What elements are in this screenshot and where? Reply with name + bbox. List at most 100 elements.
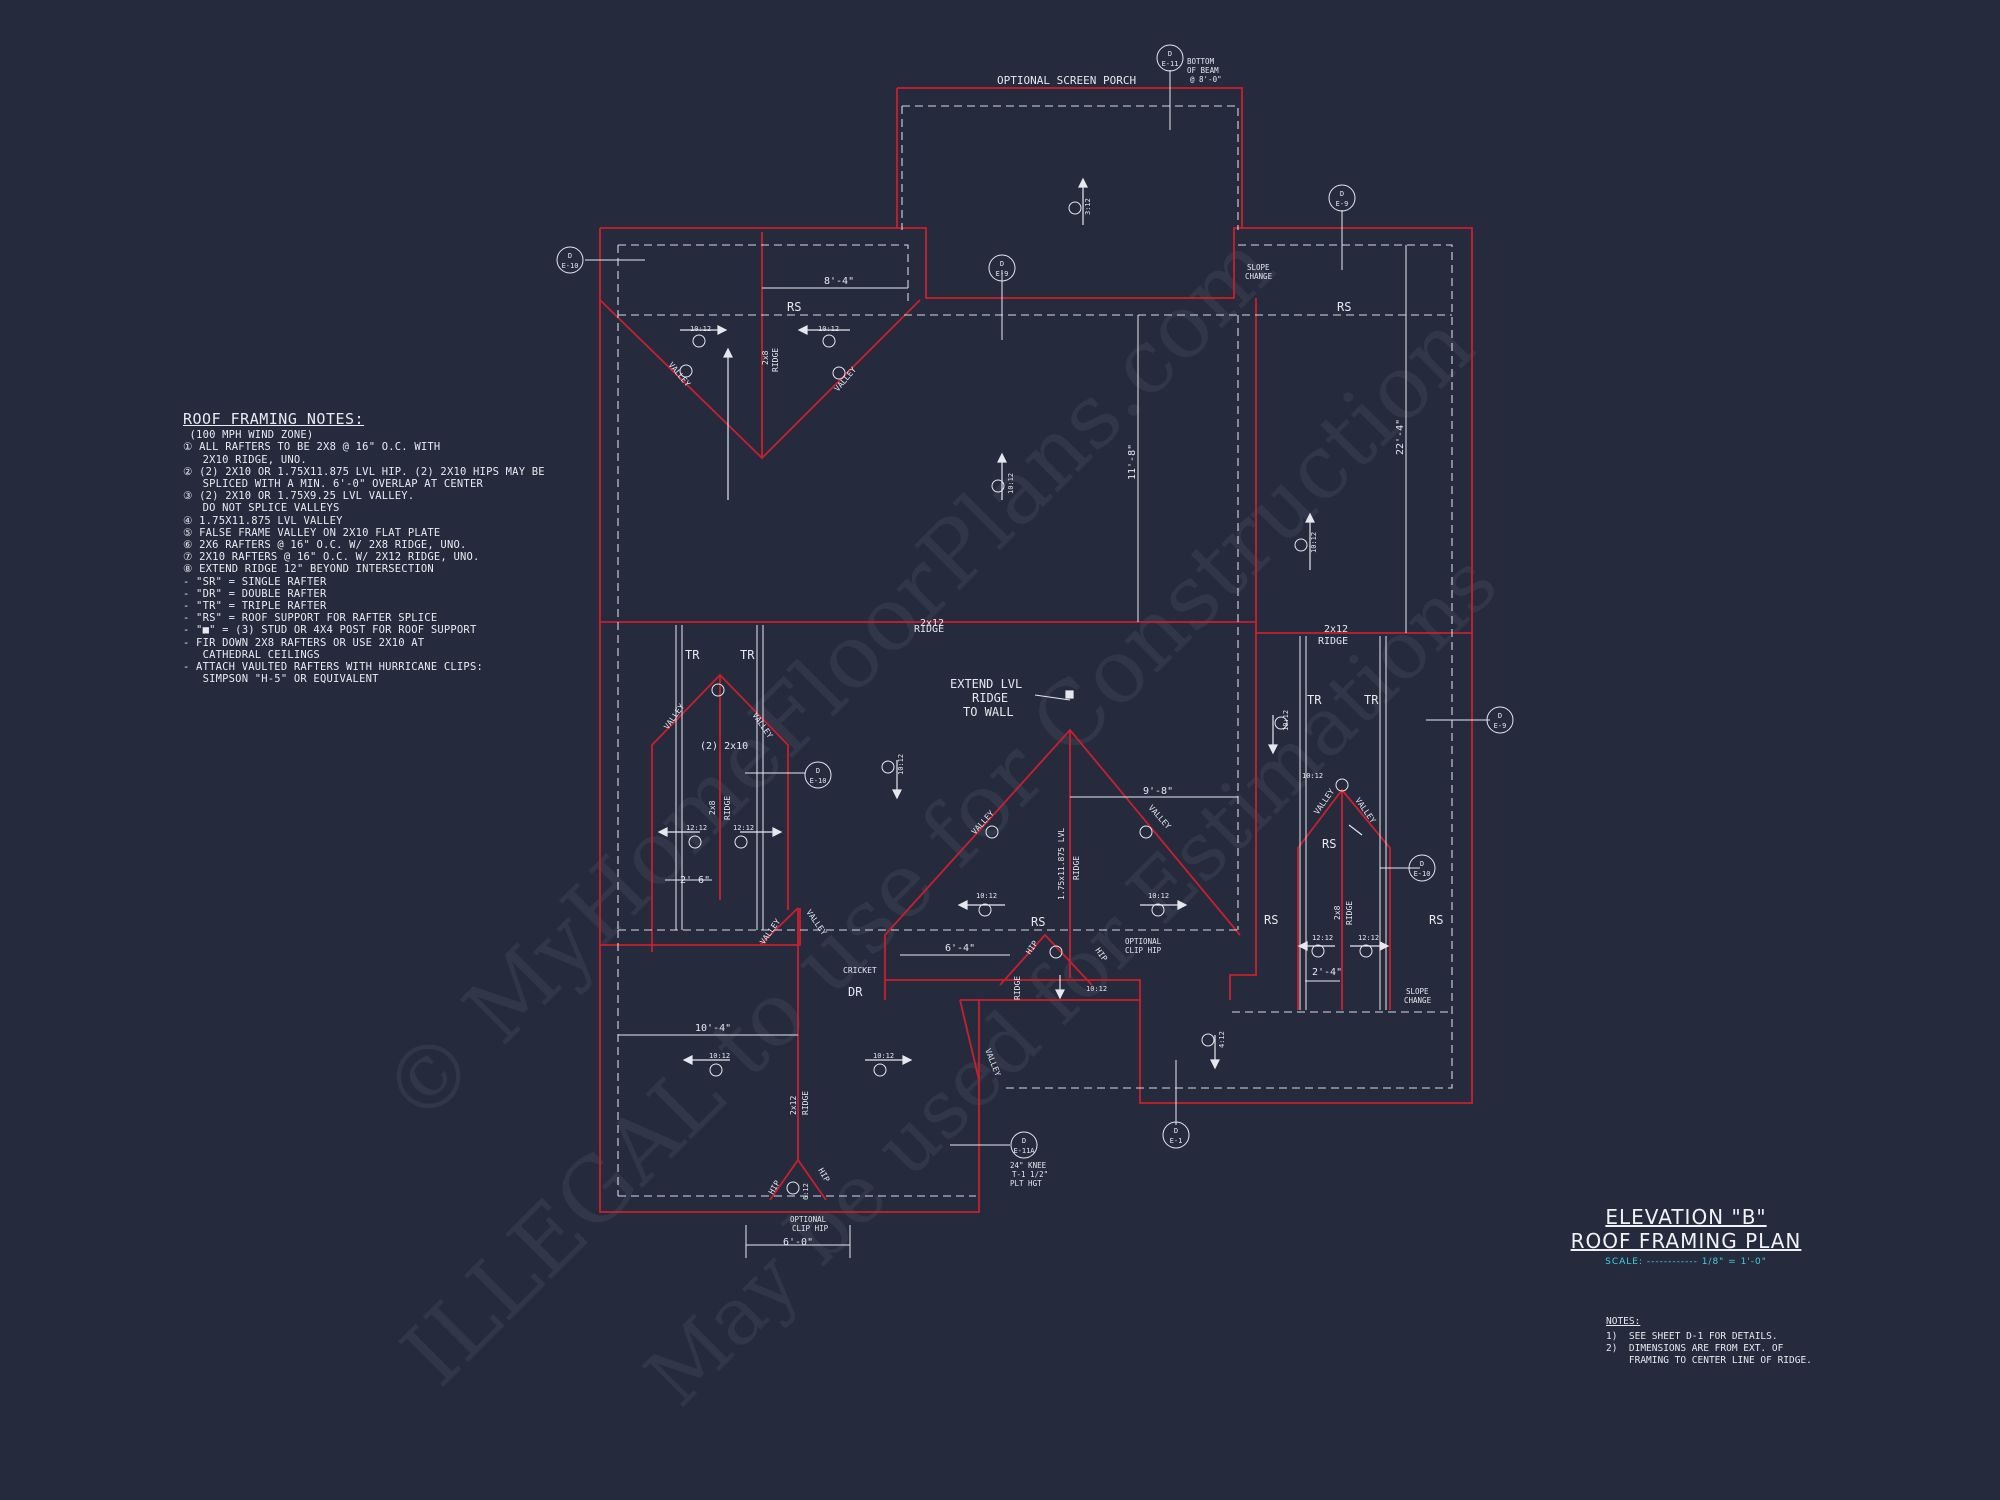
roof-note-line: - ATTACH VAULTED RAFTERS WITH HURRICANE … <box>183 661 483 674</box>
label-ridge-gable: RIDGE <box>723 796 732 820</box>
label-rs-2: RS <box>1337 300 1351 314</box>
notes-title: ROOF FRAMING NOTES: <box>183 410 365 428</box>
label-rs-1: RS <box>787 300 801 314</box>
roof-note-line: SIMPSON "H-5" OR EQUIVALENT <box>183 673 379 686</box>
roof-note-line: - "RS" = ROOF SUPPORT FOR RAFTER SPLICE <box>183 612 438 625</box>
pitch-1: 10:12 <box>690 325 711 333</box>
sheet-title-line-2: ROOF FRAMING PLAN <box>1570 1229 1802 1253</box>
ref-e11-top: E-11 <box>1162 60 1179 68</box>
roof-note-line: ⑥ 2x6 RAFTERS @ 16" O.C. W/ 2x8 RIDGE, U… <box>183 539 467 552</box>
ref-d-left: D <box>568 252 572 260</box>
roof-note-line: ① ALL RAFTERS TO BE 2x8 @ 16" O.C. WITH <box>183 441 441 454</box>
label-2x12-main: 2x12 <box>920 618 944 629</box>
label-rs-3: RS <box>1031 915 1045 929</box>
label-knee-3: PLT HGT <box>1010 1179 1042 1188</box>
dimension-lines <box>585 70 1490 1258</box>
label-slope-change-bot-2: CHANGE <box>1404 996 1432 1005</box>
pitch-labels: 10:12 10:12 3:12 10:12 10:12 10:12 10:12… <box>686 198 1379 1200</box>
callout-texts: D E-11 D E-10 D E-9 D E-9 D E-9 D E-10 D… <box>562 50 1507 1155</box>
label-ridge-small: RIDGE <box>1013 976 1022 1000</box>
pitch-9: 10:12 <box>976 892 997 900</box>
callout-circles <box>556 44 1514 1195</box>
ref-d-far-right: D <box>1498 712 1502 720</box>
roof-note-line: ⑧ EXTEND RIDGE 12" BEYOND INTERSECTION <box>183 563 434 576</box>
dim-6-0: 6'-0" <box>783 1237 813 1248</box>
label-2-2x10: (2) 2x10 <box>700 741 748 752</box>
label-knee-1: 24" KNEE <box>1010 1161 1047 1170</box>
label-valley-2: VALLEY <box>833 365 859 393</box>
label-opt-clip-2: CLIP HIP <box>1125 946 1162 955</box>
sheet-note-1: 1) SEE SHEET D-1 FOR DETAILS. <box>1606 1331 1778 1342</box>
pitch-7: 12:12 <box>686 824 707 832</box>
roof-note-line: - "DR" = DOUBLE RAFTER <box>183 587 327 600</box>
pitch-2: 10:12 <box>818 325 839 333</box>
ref-d-gable: D <box>816 767 820 775</box>
pitch-12: 12:12 <box>1358 934 1379 942</box>
ref-d-bottom: D <box>1174 1127 1178 1135</box>
roof-note-line: ③ (2) 2x10 OR 1.75x9.25 LVL VALLEY. <box>183 490 415 503</box>
label-cricket: CRICKET <box>843 966 877 975</box>
slope-arrows <box>657 177 1390 1070</box>
roof-note-line: ② (2) 2x10 OR 1.75x11.875 LVL HIP. (2) 2… <box>183 465 545 478</box>
label-lvl-ridge: 1.75x11.875 LVL <box>1057 828 1066 900</box>
sheet-notes: NOTES: 1) SEE SHEET D-1 FOR DETAILS. 2) … <box>1606 1316 1836 1367</box>
plan-labels: OPTIONAL SCREEN PORCH BOTTOM OF BEAM @ 8… <box>685 57 1443 1233</box>
label-valley-10: VALLEY <box>1353 796 1377 825</box>
label-2x12-vert: 2x12 <box>789 1096 798 1115</box>
sheet-note-2: 2) DIMENSIONS ARE FROM EXT. OF <box>1606 1343 1784 1354</box>
label-opt-clip-b-1: OPTIONAL <box>790 1215 827 1224</box>
label-opt-clip-b-2: CLIP HIP <box>792 1224 829 1233</box>
dim-2-6: 2'-6" <box>680 875 710 886</box>
pitch-11: 12:12 <box>1312 934 1333 942</box>
roof-note-line: SPLICED WITH A MIN. 6'-0" OVERLAP AT CEN… <box>183 478 483 491</box>
label-valley-1: VALLEY <box>666 361 692 389</box>
label-valley-3: VALLEY <box>662 702 686 731</box>
dim-22-4: 22'-4" <box>1395 419 1406 455</box>
roof-note-line: - "SR" = SINGLE RAFTER <box>183 575 327 588</box>
label-lvl-ridge-2: RIDGE <box>1072 856 1081 880</box>
label-beam-1: BOTTOM <box>1187 57 1215 66</box>
sheet-scale: SCALE: ------------ 1/8" = 1'-0" <box>1605 1257 1767 1267</box>
pitch-17: 6:12 <box>802 1183 810 1200</box>
label-beam-2: OF BEAM <box>1187 66 1219 75</box>
pitch-8: 12:12 <box>733 824 754 832</box>
label-tr-1: TR <box>685 648 700 662</box>
pitch-13: 10:12 <box>1086 985 1107 993</box>
ref-e11a-knee: E-11A <box>1013 1147 1035 1155</box>
label-2x8-right-gable: 2x8 <box>1333 905 1342 920</box>
pitch-16: 10:12 <box>873 1052 894 1060</box>
label-2x12-right: 2x12 <box>1324 624 1348 635</box>
ref-e9-right: E-9 <box>1336 200 1349 208</box>
label-opt-clip-1: OPTIONAL <box>1125 937 1162 946</box>
ref-d-right-gable: D <box>1420 860 1424 868</box>
ref-e1-bottom: E-1 <box>1170 1137 1183 1145</box>
dim-9-8: 9'-8" <box>1143 786 1173 797</box>
roof-outline <box>599 87 1473 1213</box>
label-pitch-misc: 10:12 <box>1302 772 1323 780</box>
roof-note-line: - FIR DOWN 2x8 RAFTERS OR USE 2x10 AT <box>183 636 425 649</box>
dim-8-4: 8'-4" <box>824 276 854 287</box>
roof-note-line: (100 MPH WIND ZONE) <box>183 429 314 442</box>
roof-note-line: ④ 1.75x11.875 LVL VALLEY <box>183 514 343 527</box>
roof-note-line: - "TR" = TRIPLE RAFTER <box>183 600 327 613</box>
label-ridge-right-gable: RIDGE <box>1345 901 1354 925</box>
label-tr-2: TR <box>740 648 755 662</box>
sheet-note-3: FRAMING TO CENTER LINE OF RIDGE. <box>1606 1355 1812 1366</box>
label-ridge-2x12-vert: RIDGE <box>801 1091 810 1115</box>
label-dr: DR <box>848 985 863 999</box>
label-ridge-2x8: RIDGE <box>771 348 780 372</box>
ref-e9-center: E-9 <box>996 270 1009 278</box>
sheet-title-line-1: ELEVATION "B" <box>1605 1205 1767 1229</box>
label-slope-change-top-1: SLOPE <box>1247 263 1270 272</box>
label-extend-3: TO WALL <box>963 705 1014 719</box>
label-beam-3: @ 8'-0" <box>1190 75 1222 84</box>
sheet-notes-title: NOTES: <box>1606 1316 1641 1327</box>
roof-note-line: 2x10 RIDGE, UNO. <box>183 453 307 466</box>
roof-note-line: - "■" = (3) STUD OR 4x4 POST FOR ROOF SU… <box>183 624 477 637</box>
label-rs-4: RS <box>1264 913 1278 927</box>
dim-2-4: 2'-4" <box>1312 967 1342 978</box>
label-extend-1: EXTEND LVL <box>950 677 1022 691</box>
label-tr-3: TR <box>1307 693 1322 707</box>
ref-d-center: D <box>1000 260 1004 268</box>
